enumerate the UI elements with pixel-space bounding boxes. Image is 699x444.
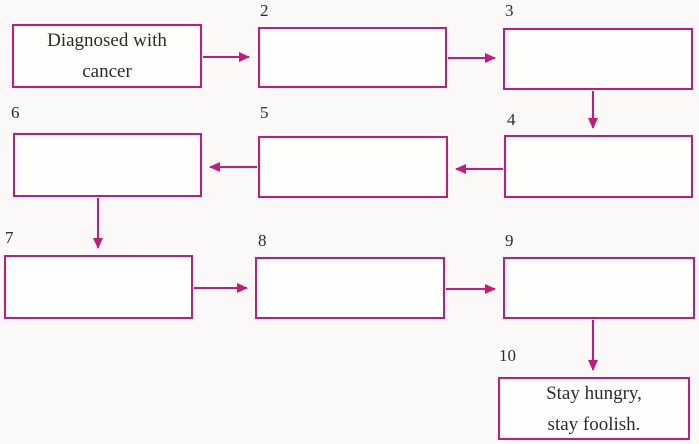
box-1-text-line-2: cancer bbox=[82, 61, 132, 82]
box-10: Stay hungry, stay foolish. bbox=[498, 377, 690, 440]
box-5-number: 5 bbox=[260, 103, 269, 122]
box-7-number: 7 bbox=[5, 228, 14, 247]
box-2-number: 2 bbox=[260, 1, 269, 20]
box-10-number: 10 bbox=[499, 346, 516, 365]
box-8-number: 8 bbox=[258, 231, 267, 250]
box-5 bbox=[258, 136, 448, 198]
box-2 bbox=[258, 27, 447, 88]
box-3 bbox=[503, 28, 693, 90]
box-8 bbox=[255, 257, 445, 319]
box-4-number: 4 bbox=[507, 110, 516, 129]
box-9 bbox=[503, 257, 695, 319]
box-10-text-line-2: stay foolish. bbox=[547, 413, 641, 435]
box-3-number: 3 bbox=[505, 1, 514, 20]
box-4 bbox=[504, 135, 693, 198]
box-1-text-line-1: Diagnosed with bbox=[47, 30, 167, 51]
box-6 bbox=[13, 133, 202, 197]
box-1: Diagnosed with cancer bbox=[12, 24, 202, 88]
box-6-number: 6 bbox=[11, 103, 20, 122]
box-7 bbox=[4, 255, 193, 319]
box-10-text-line-1: Stay hungry, bbox=[546, 382, 642, 404]
box-9-number: 9 bbox=[505, 231, 514, 250]
